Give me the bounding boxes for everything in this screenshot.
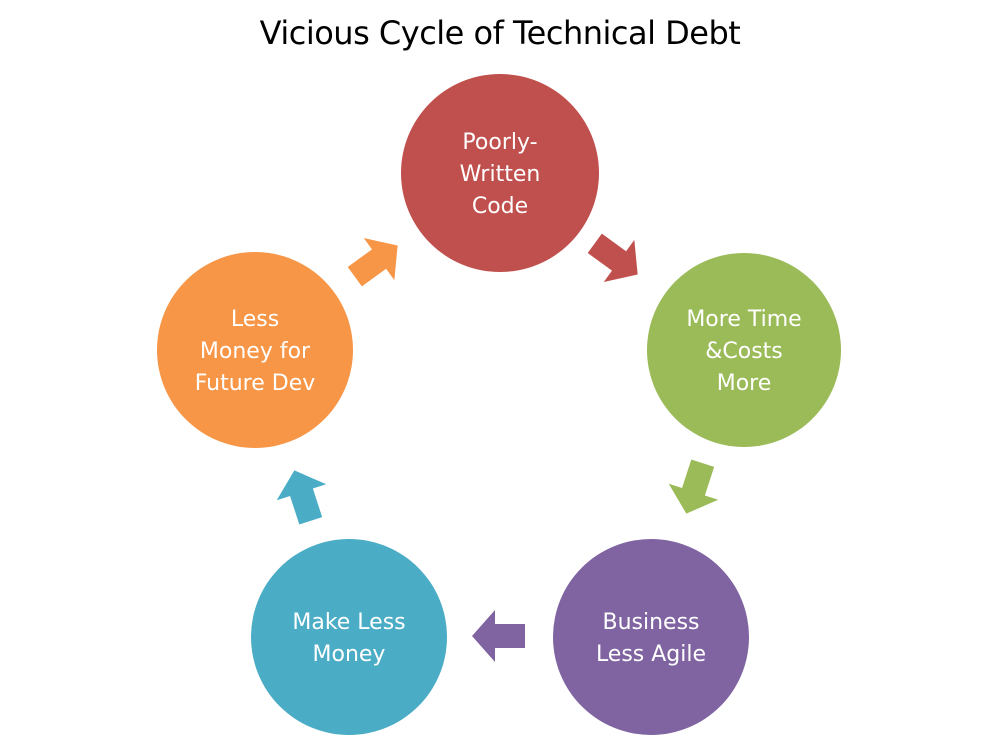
arrow-5 xyxy=(347,238,398,287)
node-label-line: Make Less xyxy=(292,610,405,635)
node-label-line: Written xyxy=(460,162,541,187)
node-label-line: Poorly- xyxy=(462,130,537,155)
arrow-2 xyxy=(668,459,719,514)
node-circle xyxy=(251,539,447,735)
arrow-4 xyxy=(276,470,327,525)
node-label-line: Code xyxy=(472,194,528,219)
node-label-line: &Costs xyxy=(705,339,783,364)
node-circle xyxy=(553,539,749,735)
node-circle xyxy=(157,252,353,448)
node-circle xyxy=(401,74,599,272)
node-label-line: Business xyxy=(602,610,699,635)
node-label-line: Money for xyxy=(200,339,311,364)
arrow-3 xyxy=(472,610,525,662)
node-label-line: Money xyxy=(313,642,386,667)
arrows-layer xyxy=(276,233,719,662)
node-label-line: Less Agile xyxy=(596,642,706,667)
page-title: Vicious Cycle of Technical Debt xyxy=(259,14,741,52)
node-label-line: Future Dev xyxy=(195,371,316,396)
arrow-1 xyxy=(587,233,638,282)
node-circle xyxy=(647,253,841,447)
node-label-line: More Time xyxy=(686,307,801,332)
node-label-line: More xyxy=(717,371,772,396)
node-label-line: Less xyxy=(231,307,279,332)
